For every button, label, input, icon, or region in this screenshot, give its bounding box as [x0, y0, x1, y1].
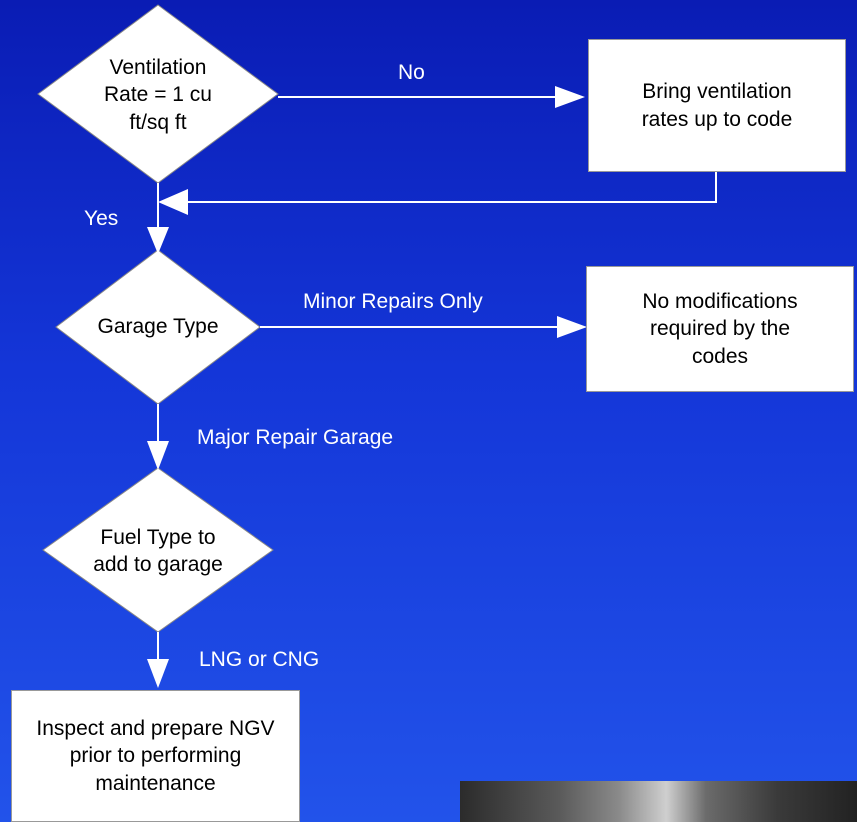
bring-ventilation-box: Bring ventilation rates up to code	[588, 39, 846, 172]
edge-label-minor-repairs: Minor Repairs Only	[303, 290, 483, 313]
connector-return	[185, 172, 717, 203]
arrowhead-lng	[147, 659, 169, 688]
arrowhead-yes	[147, 227, 169, 254]
edge-label-lng-cng: LNG or CNG	[199, 648, 320, 671]
ventilation-decision-label: Ventilation Rate = 1 cu ft/sq ft	[104, 56, 212, 134]
fuel-type-decision-label: Fuel Type to add to garage	[93, 525, 223, 576]
edge-label-yes: Yes	[84, 207, 119, 230]
equipment-photo	[460, 781, 857, 822]
arrowhead-minor	[557, 316, 587, 338]
edge-label-major-repair: Major Repair Garage	[197, 426, 394, 449]
arrowhead-major	[147, 441, 169, 470]
arrowhead-return	[158, 189, 188, 215]
edge-label-no: No	[398, 61, 425, 84]
arrowhead-no	[555, 86, 585, 108]
inspect-prepare-box: Inspect and prepare NGV prior to perform…	[11, 690, 300, 822]
no-modifications-box: No modifications required by the codes	[586, 266, 854, 392]
garage-type-decision-label: Garage Type	[97, 315, 219, 339]
